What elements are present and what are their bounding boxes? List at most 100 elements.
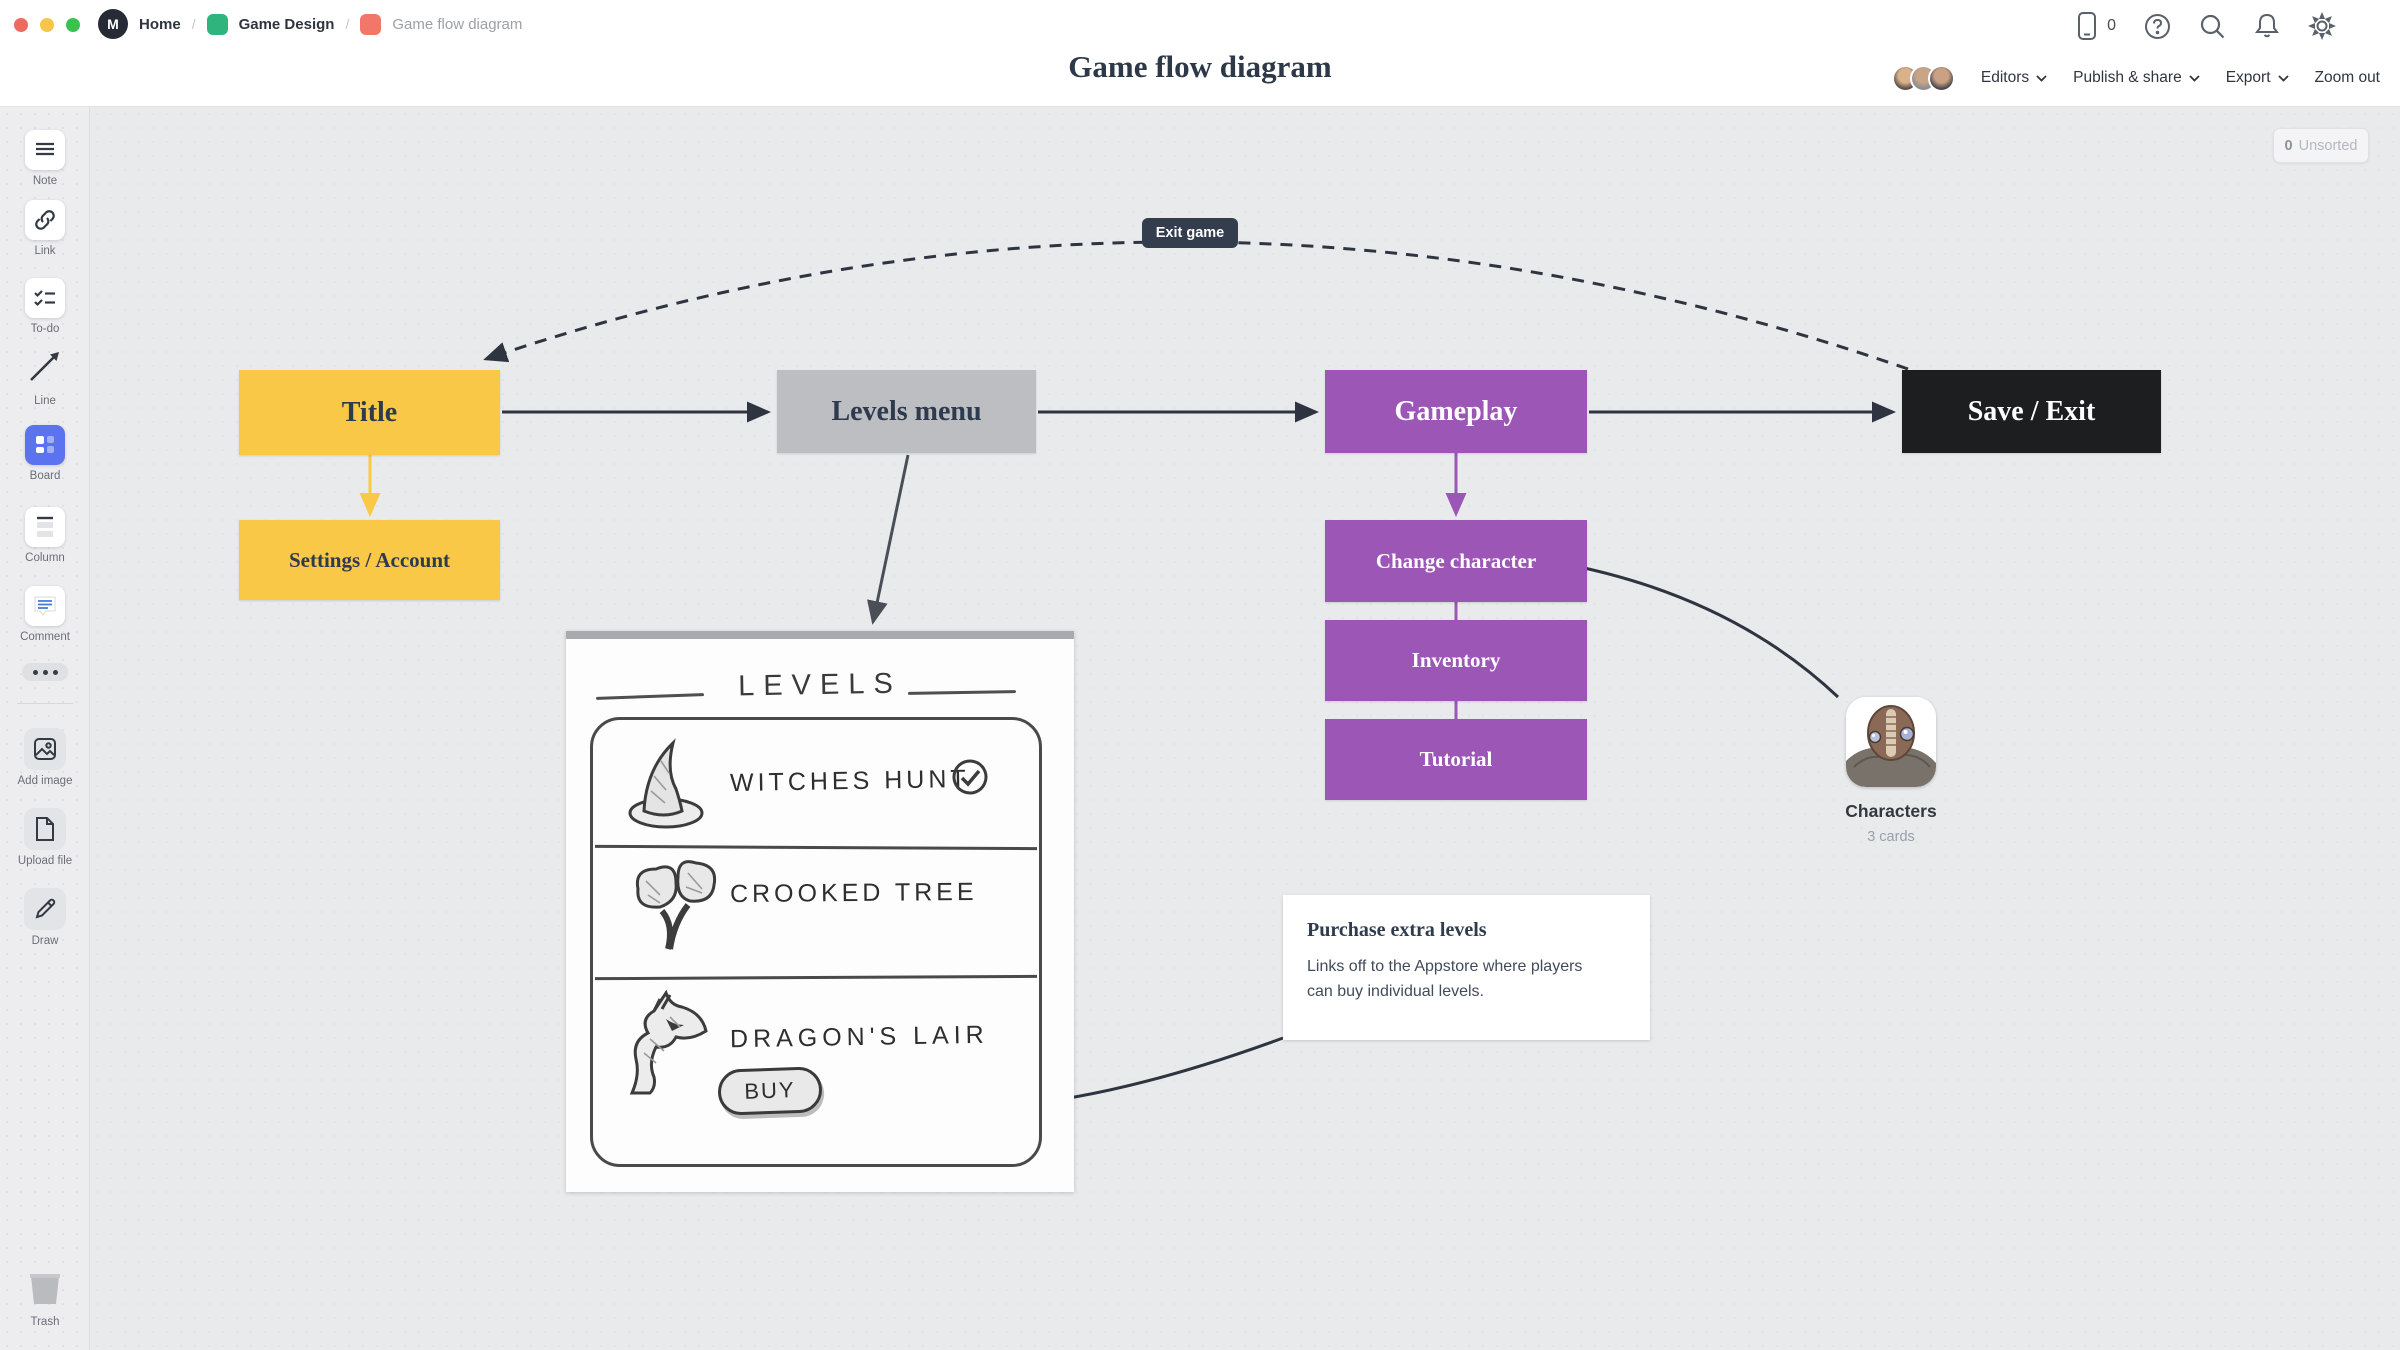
notifications-bell-icon[interactable]: [2254, 12, 2280, 40]
trash-icon: [30, 1274, 60, 1304]
witch-hat-icon: [628, 738, 704, 829]
node-title[interactable]: Title: [239, 370, 500, 455]
trash-label: Trash: [30, 1316, 60, 1328]
chevron-down-icon: [2277, 74, 2289, 82]
column-icon: [37, 516, 53, 537]
tool-upload-file[interactable]: Upload file: [0, 808, 90, 867]
note-title: Purchase extra levels: [1307, 919, 1487, 941]
sidebar-divider: [17, 703, 73, 704]
board-icon: [36, 436, 54, 453]
tool-line[interactable]: Line: [0, 347, 90, 407]
help-icon[interactable]: [2144, 13, 2171, 40]
node-change-character[interactable]: Change character: [1325, 520, 1587, 602]
breadcrumb-separator: /: [345, 16, 350, 32]
ellipsis-icon: [22, 663, 68, 681]
todo-icon: [34, 290, 55, 307]
tool-draw[interactable]: Draw: [0, 888, 90, 947]
tool-board[interactable]: Board: [0, 425, 90, 482]
green-board-icon[interactable]: [206, 13, 228, 35]
zoom-out-label: Zoom out: [2314, 69, 2380, 86]
characters-thumbnail: [1846, 697, 1936, 787]
mobile-device-indicator[interactable]: [2077, 11, 2097, 41]
device-count: 0: [2107, 17, 2116, 34]
chevron-down-icon: [2189, 74, 2200, 82]
breadcrumb-current: Game flow diagram: [392, 15, 523, 33]
levels-sketch-image[interactable]: LEVELS WITCHES HUNT: [566, 631, 1074, 1192]
edge-label-exit-game[interactable]: Exit game: [1142, 218, 1238, 248]
search-icon[interactable]: [2199, 13, 2226, 40]
sketch-title: LEVELS: [737, 667, 903, 703]
characters-card-title: Characters: [1845, 801, 1937, 821]
tool-label: Add image: [17, 775, 73, 787]
close-window-button[interactable]: [14, 18, 28, 32]
tool-label: Link: [34, 245, 56, 257]
unsorted-badge[interactable]: 0 Unsorted: [2273, 128, 2369, 163]
node-gameplay[interactable]: Gameplay: [1325, 370, 1587, 453]
tool-label: Draw: [31, 935, 59, 947]
breadcrumb-home[interactable]: Home: [139, 15, 181, 33]
tool-label: Note: [32, 175, 58, 187]
zoom-out-button[interactable]: Zoom out: [2315, 69, 2380, 87]
dragon-icon: [629, 989, 708, 1095]
editors-menu[interactable]: Editors: [1981, 69, 2047, 87]
editors-label: Editors: [1980, 69, 2030, 86]
more-tools-button[interactable]: [0, 663, 90, 681]
tool-note[interactable]: Note: [0, 130, 90, 187]
node-levels-menu[interactable]: Levels menu: [777, 370, 1036, 453]
creature-image: [1846, 697, 1936, 787]
phone-icon: [2078, 12, 2097, 40]
tool-link[interactable]: Link: [0, 200, 90, 257]
milanote-logo[interactable]: M: [98, 9, 128, 39]
check-icon: [952, 759, 988, 795]
export-menu[interactable]: Export: [2226, 69, 2289, 87]
board-canvas[interactable]: 0 Unsorted Exit game Title Levels menu G…: [90, 107, 2400, 1350]
tool-column[interactable]: Column: [0, 507, 90, 564]
tool-todo[interactable]: To-do: [0, 278, 90, 335]
purchase-note-card[interactable]: Purchase extra levels Links off to the A…: [1283, 895, 1650, 1040]
tool-sidebar: Note Link To-do Line: [0, 107, 90, 1350]
tool-label: Upload file: [17, 855, 73, 867]
draw-pencil-icon: [35, 898, 56, 919]
note-body: Links off to the Appstore where players …: [1307, 958, 1583, 1000]
tool-comment[interactable]: Comment: [0, 586, 90, 643]
tool-label: Board: [29, 470, 61, 482]
editor-avatars[interactable]: [1891, 64, 1955, 92]
node-settings-account[interactable]: Settings / Account: [239, 520, 500, 600]
header: M Home / Game Design / Game flow diagram…: [0, 0, 2400, 107]
node-inventory[interactable]: Inventory: [1325, 620, 1587, 701]
minimize-window-button[interactable]: [40, 18, 54, 32]
publish-share-menu[interactable]: Publish & share: [2073, 69, 2200, 87]
unsorted-count: 0: [2284, 137, 2293, 154]
fullscreen-window-button[interactable]: [66, 18, 80, 32]
crooked-tree-icon: [635, 860, 717, 950]
red-board-icon[interactable]: [360, 13, 382, 35]
note-icon: [36, 142, 54, 156]
connector-lines: [359, 240, 1909, 1110]
characters-board-card[interactable]: Characters 3 cards: [1796, 697, 1986, 845]
node-save-exit[interactable]: Save / Exit: [1902, 370, 2161, 453]
sketch-panel: [590, 717, 1042, 1167]
image-card-header: [566, 631, 1074, 639]
trash[interactable]: Trash: [0, 1270, 90, 1328]
breadcrumb-game-design[interactable]: Game Design: [238, 15, 335, 33]
sketch-divider: [594, 974, 1038, 981]
node-tutorial[interactable]: Tutorial: [1325, 719, 1587, 800]
upload-file-icon: [36, 817, 54, 841]
settings-gear-icon[interactable]: [2308, 12, 2336, 40]
tool-add-image[interactable]: Add image: [0, 728, 90, 787]
breadcrumb: M Home / Game Design / Game flow diagram: [98, 0, 522, 48]
buy-button[interactable]: BUY: [717, 1066, 823, 1116]
unsorted-label: Unsorted: [2298, 137, 2358, 154]
publish-share-label: Publish & share: [2073, 69, 2182, 86]
tool-label: Comment: [20, 631, 70, 643]
page-title[interactable]: Game flow diagram: [1068, 49, 1332, 84]
sketch-row-label: WITCHES HUNT: [729, 764, 970, 798]
avatar: [1927, 64, 1955, 92]
chevron-down-icon: [2036, 74, 2047, 82]
sketch-row-label: CROOKED TREE: [729, 877, 978, 909]
link-icon: [35, 210, 55, 230]
tool-label: To-do: [30, 323, 60, 335]
add-image-icon: [34, 738, 56, 760]
line-arrow-icon: [30, 352, 59, 381]
